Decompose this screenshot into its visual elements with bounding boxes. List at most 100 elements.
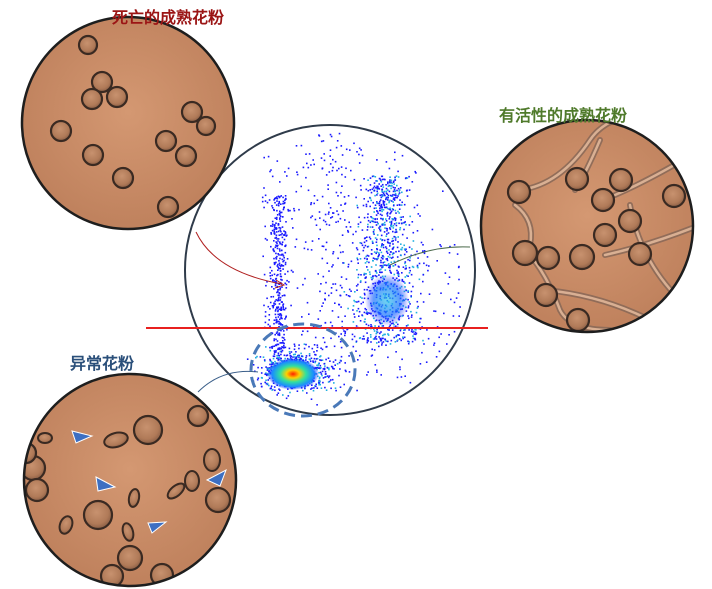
scatter-point <box>373 185 376 188</box>
scatter-point <box>369 189 371 191</box>
scatter-point <box>294 353 296 356</box>
scatter-point <box>366 260 368 263</box>
scatter-point <box>398 212 400 214</box>
scatter-point <box>370 355 373 357</box>
arrowhead-marker <box>147 521 168 534</box>
scatter-point <box>366 266 368 268</box>
scatter-point <box>340 191 342 194</box>
scatter-point <box>384 338 387 341</box>
scatter-point <box>394 190 396 193</box>
scatter-point <box>282 308 284 311</box>
scatter-point <box>397 271 399 273</box>
scatter-point <box>381 183 384 186</box>
scatter-point <box>279 287 281 289</box>
scatter-point <box>436 260 438 262</box>
scatter-point <box>400 243 402 245</box>
scatter-point <box>379 228 381 231</box>
scatter-point <box>310 249 313 251</box>
scatter-point <box>375 335 377 338</box>
scatter-point <box>453 301 456 304</box>
scatter-point <box>281 253 283 256</box>
scatter-point <box>306 330 309 333</box>
scatter-point <box>322 245 325 248</box>
scatter-point <box>373 338 376 340</box>
scatter-point <box>288 281 290 283</box>
scatter-point <box>266 369 269 371</box>
scatter-point <box>354 291 356 293</box>
scatter-point <box>397 273 400 275</box>
scatter-point <box>274 344 277 346</box>
scatter-point <box>279 212 282 214</box>
scatter-point <box>366 313 369 315</box>
scatter-point <box>379 177 381 180</box>
scatter-point <box>400 219 402 221</box>
scatter-point <box>276 307 278 309</box>
scatter-point <box>292 356 294 358</box>
scatter-point <box>269 346 271 349</box>
scatter-point <box>416 300 419 303</box>
pollen-cell <box>105 85 129 109</box>
scatter-point <box>296 171 298 173</box>
scatter-point <box>382 217 384 220</box>
scatter-point <box>412 240 415 242</box>
scatter-point <box>335 191 338 194</box>
scatter-point <box>280 329 282 332</box>
scatter-point <box>348 288 351 291</box>
scatter-point <box>376 328 378 331</box>
scatter-point <box>347 229 349 232</box>
scatter-point <box>278 202 281 204</box>
scatter-point <box>371 175 374 178</box>
scatter-point <box>384 206 387 209</box>
scatter-point <box>276 354 278 357</box>
scatter-point <box>274 333 276 336</box>
scatter-point <box>372 232 375 235</box>
scatter-point <box>356 257 358 259</box>
scatter-point <box>370 249 373 251</box>
scatter-point <box>272 280 274 282</box>
scatter-point <box>294 246 297 248</box>
scatter-point <box>374 176 377 178</box>
scatter-point <box>381 244 383 247</box>
scatter-point <box>333 382 335 384</box>
scatter-point <box>366 311 368 313</box>
scatter-point <box>386 228 389 230</box>
scatter-point <box>350 290 352 292</box>
scatter-point <box>309 360 312 363</box>
scatter-point <box>302 166 305 169</box>
scatter-point <box>382 255 384 257</box>
scatter-point <box>394 264 397 266</box>
scatter-point <box>358 153 360 156</box>
scatter-point <box>369 205 371 208</box>
scatter-point <box>383 231 386 233</box>
scatter-point <box>332 166 334 169</box>
scatter-point <box>380 261 382 264</box>
scatter-point <box>364 281 367 284</box>
scatter-point <box>379 199 382 201</box>
scatter-point <box>385 258 388 260</box>
scatter-point <box>372 201 374 204</box>
scatter-point <box>409 259 411 262</box>
scatter-point <box>315 383 317 386</box>
scatter-point <box>285 221 287 223</box>
scatter-point <box>320 157 323 159</box>
scatter-point <box>364 277 366 279</box>
scatter-point <box>321 374 323 377</box>
scatter-point <box>352 309 354 311</box>
scatter-point <box>339 217 342 220</box>
scatter-point <box>337 213 340 216</box>
scatter-point <box>305 343 307 346</box>
scatter-point <box>269 325 271 327</box>
scatter-point <box>377 222 379 225</box>
scatter-point <box>266 297 268 300</box>
scatter-point <box>372 260 374 262</box>
pollen-cell <box>103 431 129 449</box>
scatter-point <box>363 216 366 219</box>
scatter-plot-circle <box>184 124 476 416</box>
scatter-point <box>380 256 383 259</box>
scatter-point <box>290 269 293 272</box>
scatter-point <box>383 221 386 224</box>
scatter-point <box>356 206 359 209</box>
scatter-point <box>280 249 283 252</box>
scatter-point <box>379 213 382 216</box>
scatter-point <box>412 285 414 288</box>
